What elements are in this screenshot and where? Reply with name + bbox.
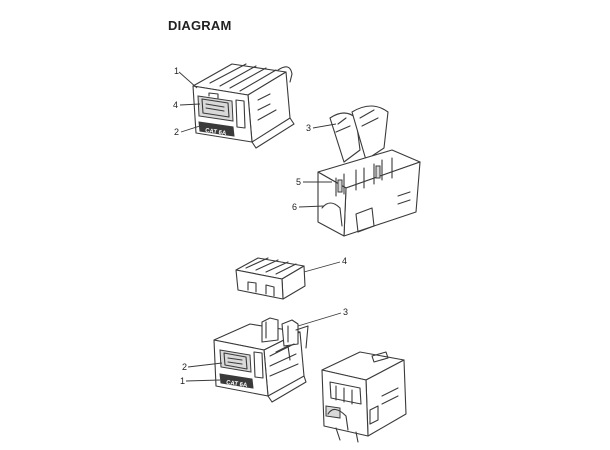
callouts-middle: 4 bbox=[303, 256, 347, 273]
callout-4-top: 4 bbox=[173, 100, 178, 110]
callout-4-middle: 4 bbox=[342, 256, 347, 266]
cap-middle bbox=[235, 257, 306, 300]
callouts-top-right: 3 5 6 bbox=[292, 123, 337, 212]
jack-label-top: CAT 6A bbox=[205, 128, 228, 137]
open-jack-top-right bbox=[317, 105, 421, 237]
callouts-top-left: 1 4 2 bbox=[173, 66, 204, 137]
callout-2-bottom: 2 bbox=[182, 362, 187, 372]
assembled-jack-top-left: CAT 6A bbox=[192, 63, 295, 149]
callout-5-right: 5 bbox=[296, 177, 301, 187]
callout-2-top: 2 bbox=[174, 127, 179, 137]
callout-3-right: 3 bbox=[306, 123, 311, 133]
diagram-title: DIAGRAM bbox=[168, 18, 232, 33]
capped-jack-bottom-left: CAT 6A bbox=[213, 317, 309, 403]
callout-1-top: 1 bbox=[174, 66, 179, 76]
callout-1-bottom: 1 bbox=[180, 376, 185, 386]
callout-6-right: 6 bbox=[292, 202, 297, 212]
callouts-bottom-left: 3 2 1 bbox=[180, 307, 348, 386]
callout-3-bottom: 3 bbox=[343, 307, 348, 317]
jack-label-bottom: CAT 6A bbox=[226, 380, 249, 389]
rear-jack-bottom-right bbox=[321, 351, 407, 443]
